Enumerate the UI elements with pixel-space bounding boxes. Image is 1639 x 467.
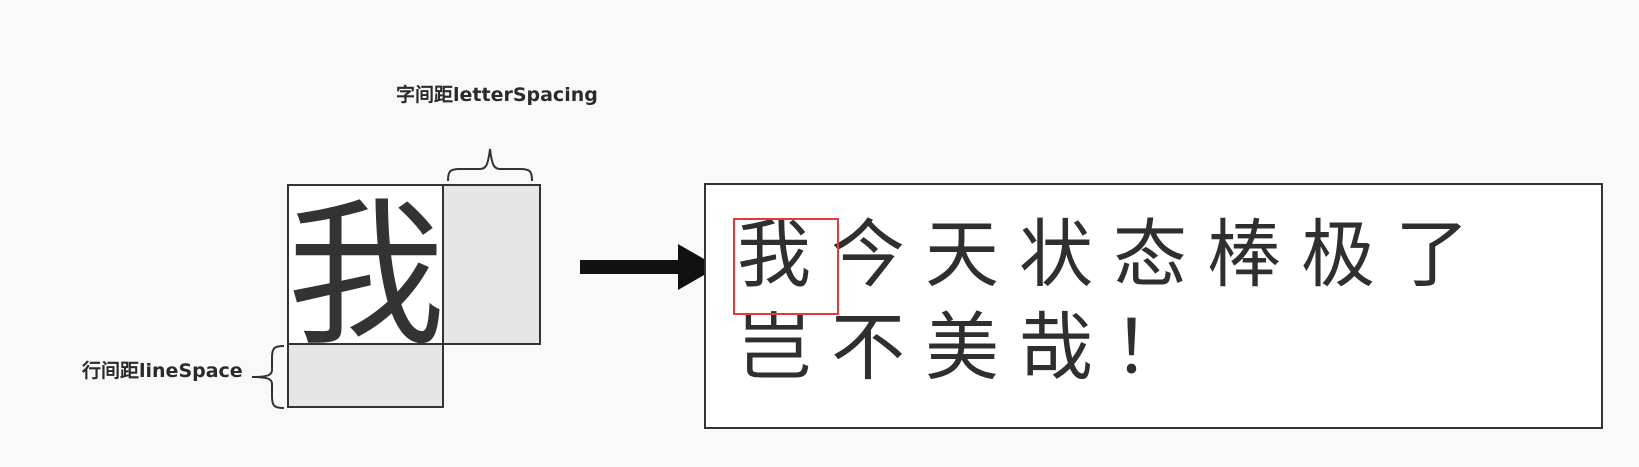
right-arrow-icon <box>580 244 718 290</box>
char: 美 <box>925 305 999 391</box>
char: 不 <box>831 305 905 391</box>
text-line-1: 我 今 天 状 态 棒 极 了 <box>737 210 1489 300</box>
letter-spacing-label: 字间距letterSpacing <box>396 84 598 106</box>
highlight-box <box>733 218 839 315</box>
text-line-2: 岂 不 美 哉 ！ <box>737 303 1207 393</box>
line-space-area <box>287 345 444 408</box>
char: 棒 <box>1207 212 1281 298</box>
line-space-label: 行间距lineSpace <box>82 360 243 382</box>
result-text-frame: 我 今 天 状 态 棒 极 了 岂 不 美 哉 ！ <box>704 183 1603 429</box>
char: ！ <box>1113 305 1187 391</box>
glyph-char: 我 <box>287 184 444 345</box>
char: 天 <box>925 212 999 298</box>
char: 态 <box>1113 212 1187 298</box>
char: 岂 <box>737 305 811 391</box>
letter-spacing-brace <box>447 148 533 182</box>
line-space-brace <box>251 345 285 409</box>
glyph-cell: 我 <box>287 184 444 345</box>
char: 哉 <box>1019 305 1093 391</box>
char: 极 <box>1301 212 1375 298</box>
char: 今 <box>831 212 905 298</box>
char: 我 <box>737 212 811 298</box>
letter-spacing-area <box>444 184 541 345</box>
char: 状 <box>1019 212 1093 298</box>
char: 了 <box>1395 212 1469 298</box>
